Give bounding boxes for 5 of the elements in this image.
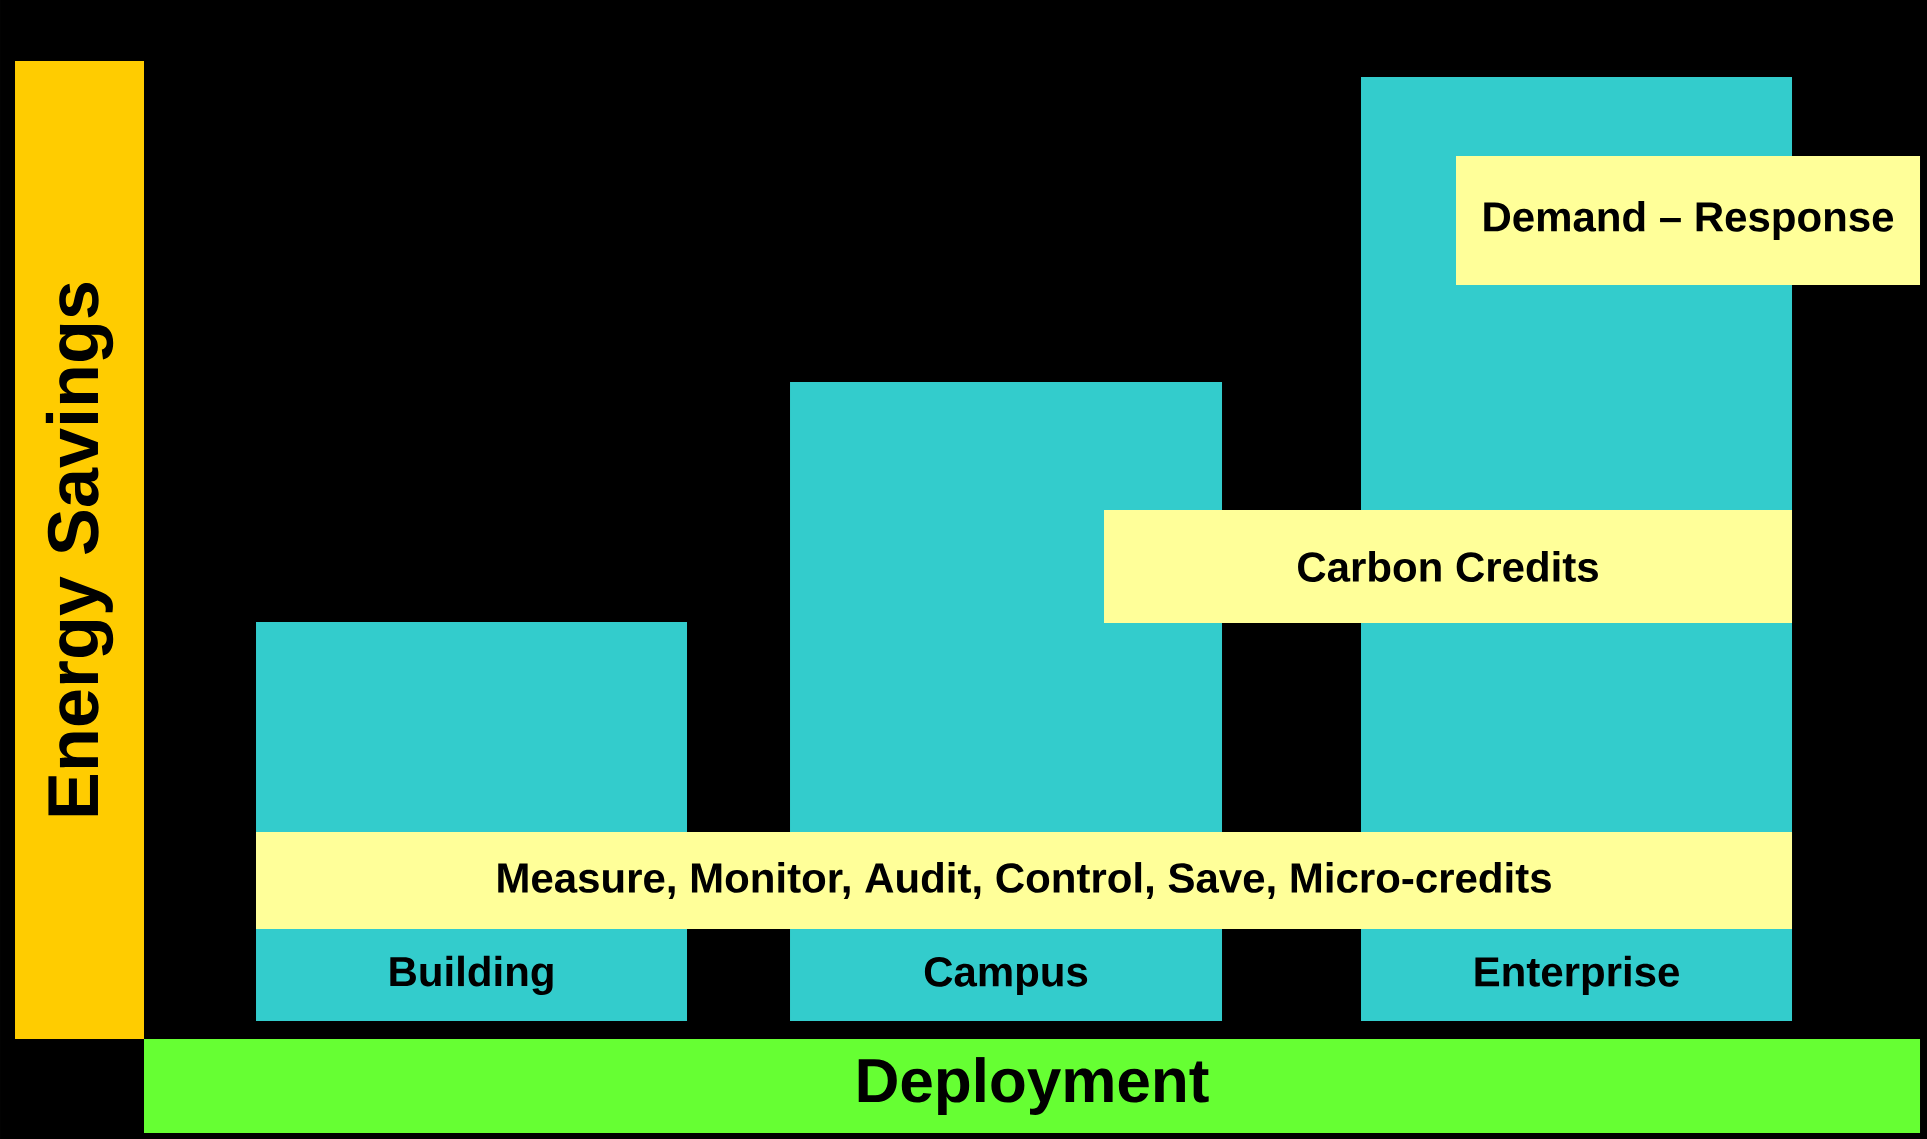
axis-label-bar: Deployment [144,1039,1920,1133]
feature-band: Carbon Credits [1104,510,1792,623]
feature-band: Demand – Response [1456,156,1920,285]
feature-band: Measure, Monitor, Audit, Control, Save, Micro-credits [256,832,1792,929]
axis-label-bar: Energy Savings [15,61,144,1039]
